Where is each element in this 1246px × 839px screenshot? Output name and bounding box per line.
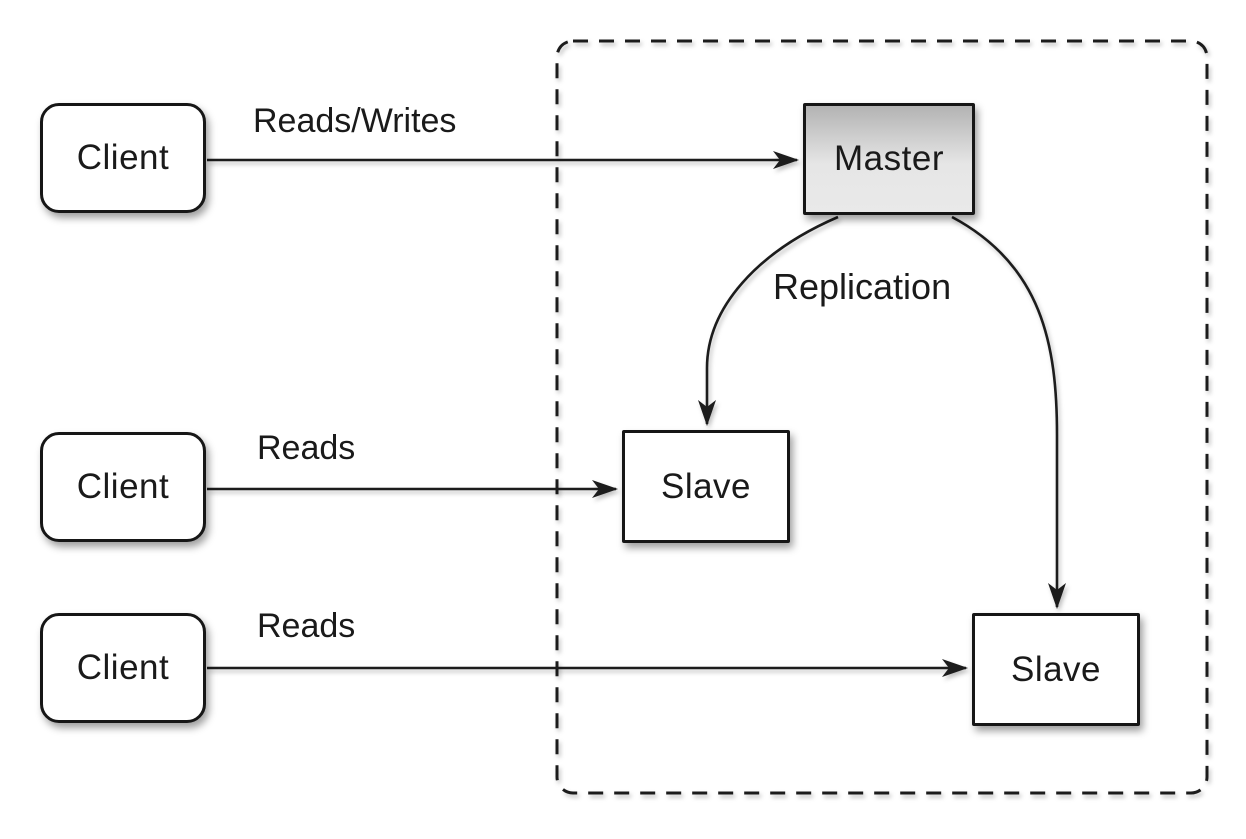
edge-label-reads-mid: Reads [257, 429, 356, 467]
edge-label-replication: Replication [773, 266, 952, 307]
node-client-2-label: Client [76, 467, 170, 506]
replication-group-boundary [555, 39, 1209, 795]
node-slave-2-label: Slave [1010, 649, 1102, 689]
edge-label-reads-bottom: Reads [257, 607, 356, 645]
node-client-1-label: Client [76, 138, 170, 177]
node-slave-1: Slave [622, 430, 790, 543]
arrow-replication-right [951, 215, 1066, 609]
arrow-replication-left [698, 215, 839, 426]
node-master: Master [803, 103, 975, 215]
edge-label-reads-writes: Reads/Writes [253, 102, 457, 140]
node-slave-1-label: Slave [660, 466, 752, 506]
node-client-3-label: Client [76, 648, 170, 687]
node-slave-2: Slave [972, 613, 1140, 726]
node-client-3: Client [40, 613, 206, 723]
node-master-label: Master [834, 139, 944, 178]
node-client-1: Client [40, 103, 206, 213]
node-client-2: Client [40, 432, 206, 542]
